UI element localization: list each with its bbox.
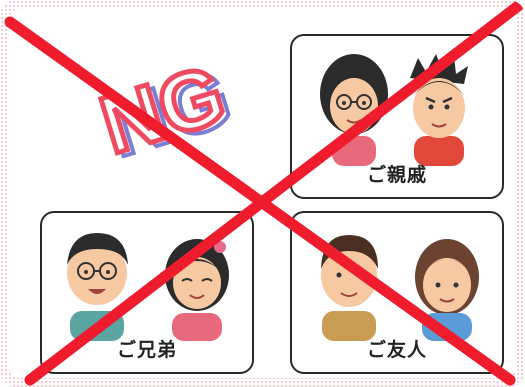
card-friends: ご友人 (290, 211, 504, 374)
relatives-illustration (320, 54, 468, 166)
man-with-glasses-icon (67, 233, 128, 341)
card-label-friends: ご友人 (366, 339, 427, 361)
card-siblings: ご兄弟 (40, 211, 254, 374)
woman-icon (415, 239, 479, 341)
ng-text: NG (91, 55, 235, 165)
card-relatives: ご親戚 (290, 34, 504, 199)
friends-illustration (321, 235, 479, 341)
card-label-siblings: ご兄弟 (116, 339, 177, 361)
woman-with-glasses-icon (320, 54, 388, 166)
man-icon (321, 235, 378, 341)
ng-word-art: NG NG (88, 55, 243, 165)
girl-icon (165, 239, 229, 341)
boy-icon (410, 54, 468, 166)
siblings-illustration (67, 233, 229, 341)
card-label-relatives: ご親戚 (366, 164, 427, 186)
